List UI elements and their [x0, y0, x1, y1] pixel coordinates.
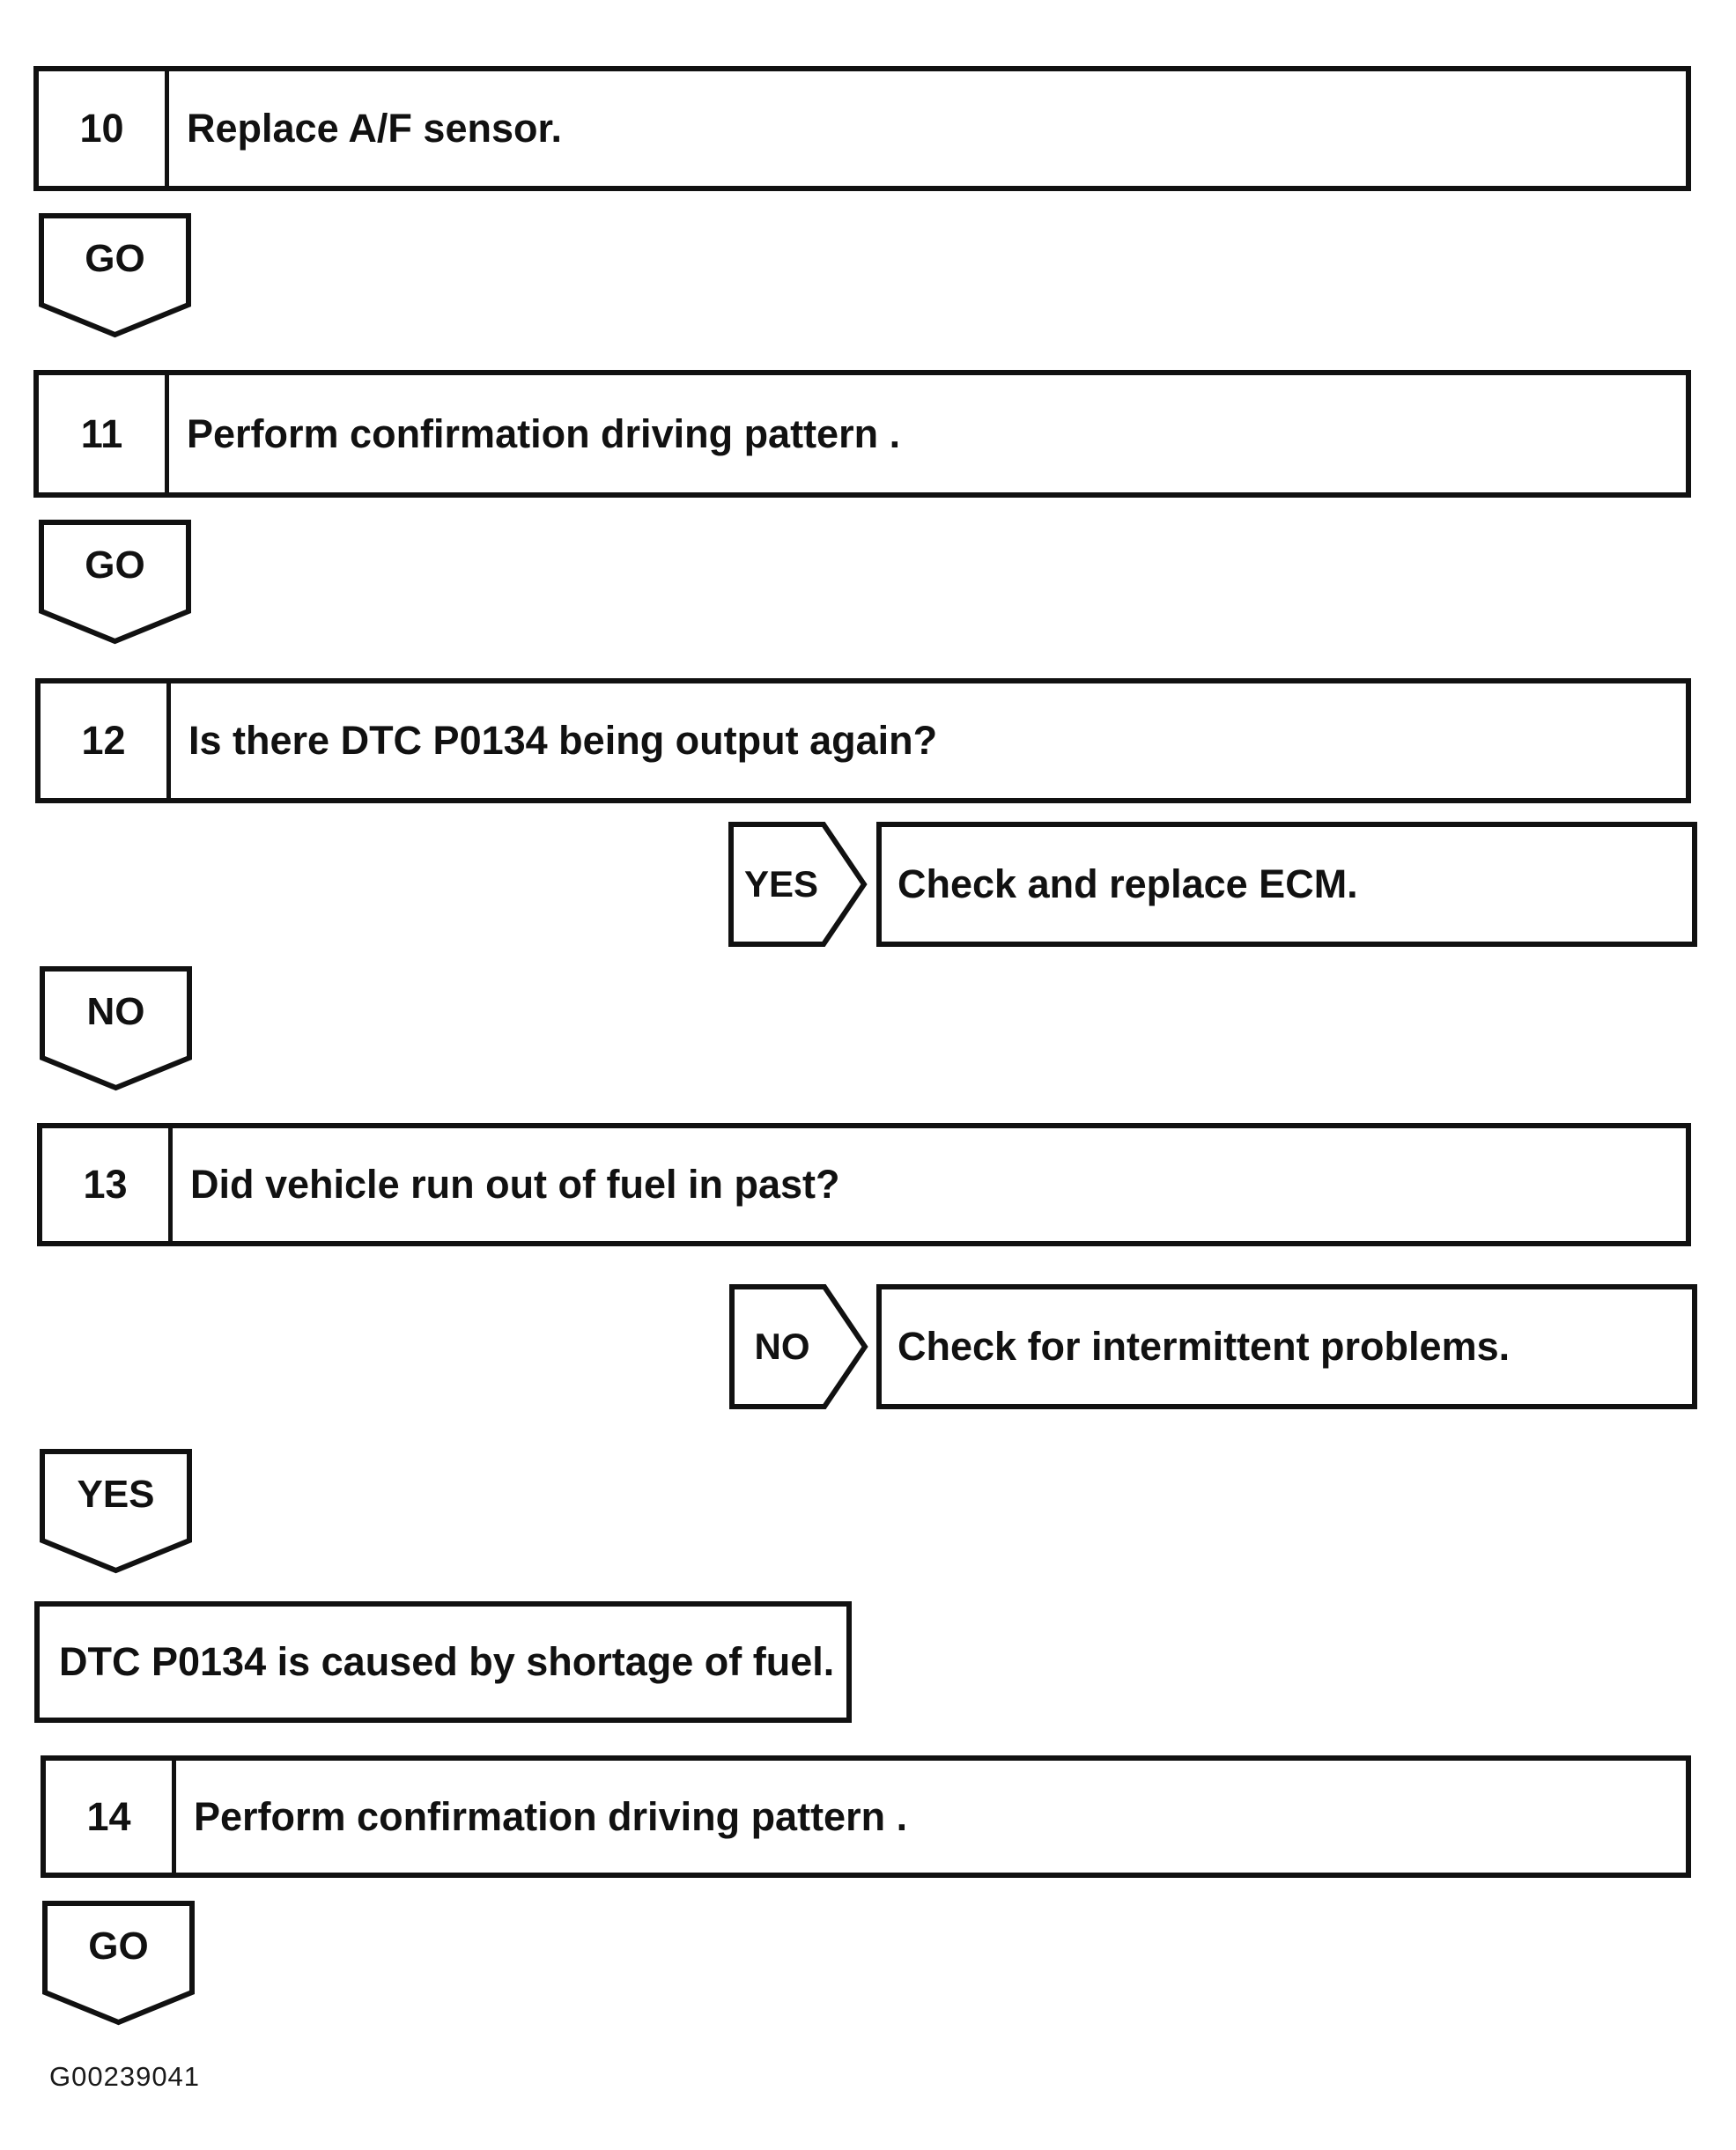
- step-instruction: Perform confirmation driving pattern .: [194, 1793, 908, 1839]
- connector-label: GO: [88, 1925, 149, 1968]
- pentagon-right-icon: [729, 1284, 868, 1409]
- branch-result-intermittent: Check for intermittent problems.: [876, 1284, 1697, 1409]
- branch-result-ecm: Check and replace ECM.: [876, 822, 1697, 947]
- step-box-10: 10 Replace A/F sensor.: [33, 66, 1691, 191]
- yes-branch-connector: YES: [728, 822, 868, 947]
- connector-label: YES: [77, 1473, 155, 1516]
- go-connector-3: GO: [42, 1901, 195, 2026]
- result-box-fuel-shortage: DTC P0134 is caused by shortage of fuel.: [34, 1601, 852, 1723]
- step-box-11: 11 Perform confirmation driving pattern …: [33, 370, 1691, 498]
- step-number: 12: [41, 683, 171, 798]
- connector-label: NO: [754, 1326, 810, 1367]
- step-instruction: Did vehicle run out of fuel in past?: [190, 1162, 840, 1207]
- step-number: 10: [39, 71, 169, 186]
- go-connector-1: GO: [39, 213, 191, 338]
- step-number: 11: [39, 375, 169, 492]
- figure-caption: G00239041: [49, 2061, 201, 2092]
- pentagon-down-icon: [42, 1901, 195, 2026]
- pentagon-right-icon: [728, 822, 868, 947]
- yes-connector-2: YES: [40, 1449, 192, 1574]
- no-connector-1: NO: [40, 966, 192, 1091]
- pentagon-down-icon: [39, 213, 191, 338]
- step-number: 14: [46, 1761, 176, 1873]
- connector-label: NO: [86, 990, 145, 1033]
- step-instruction: Replace A/F sensor.: [187, 106, 563, 151]
- step-instruction: Is there DTC P0134 being output again?: [188, 718, 938, 763]
- step-box-14: 14 Perform confirmation driving pattern …: [41, 1755, 1691, 1878]
- go-connector-2: GO: [39, 520, 191, 645]
- step-box-12: 12 Is there DTC P0134 being output again…: [35, 678, 1691, 803]
- pentagon-down-icon: [39, 520, 191, 645]
- connector-label: GO: [85, 543, 145, 587]
- connector-label: YES: [743, 863, 819, 905]
- step-number: 13: [42, 1128, 173, 1241]
- step-instruction: Perform confirmation driving pattern .: [187, 410, 901, 456]
- connector-label: GO: [85, 237, 145, 280]
- step-box-13: 13 Did vehicle run out of fuel in past?: [37, 1123, 1691, 1246]
- pentagon-down-icon: [40, 966, 192, 1091]
- pentagon-down-icon: [40, 1449, 192, 1574]
- no-branch-connector: NO: [729, 1284, 868, 1409]
